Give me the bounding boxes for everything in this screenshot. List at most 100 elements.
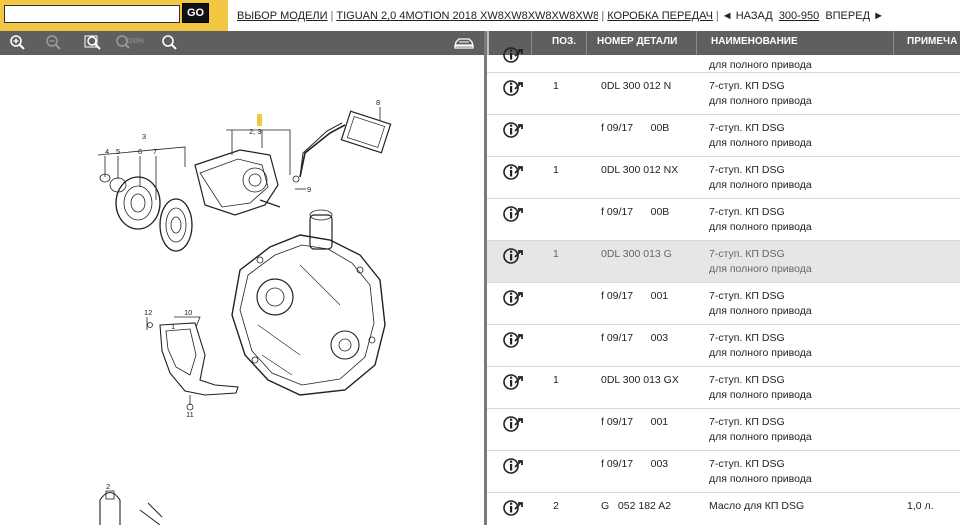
row-part-number[interactable]: 0DL 300 012 N — [601, 80, 672, 92]
model-select-link[interactable]: ВЫБОР МОДЕЛИ — [237, 10, 328, 22]
callout-9: 9 — [307, 185, 311, 194]
diagram-drawing: 8 2, 3 3 4 5 6 7 9 12 10 1 11 2 — [97, 98, 392, 525]
row-name: 7-ступ. КП DSG — [709, 206, 785, 218]
row-part-number[interactable]: 0DL 300 012 NX — [601, 164, 679, 176]
header-note: ПРИМЕЧА — [907, 36, 958, 47]
nav-separator: | — [601, 10, 605, 22]
row-name: 7-ступ. КП DSG — [709, 122, 785, 134]
callout-12: 12 — [144, 308, 152, 317]
row-part-number[interactable]: f 09/17 003 — [601, 332, 669, 344]
model-link[interactable]: TIGUAN 2,0 4MOTION 2018 XW8XW8XW8XW8XW8X… — [336, 10, 599, 22]
table-row[interactable]: f 09/17 001 7-ступ. КП DSG для полного при… — [487, 409, 960, 451]
zoom-out-icon[interactable] — [44, 34, 64, 52]
row-part-number[interactable]: f 09/17 003 — [601, 458, 669, 470]
callout-11: 11 — [186, 410, 194, 419]
range-link[interactable]: 300-950 — [778, 10, 820, 22]
section-link[interactable]: КОРОБКА ПЕРЕДАЧ — [607, 10, 713, 22]
callout-7: 7 — [153, 147, 157, 156]
info-icon[interactable] — [503, 289, 527, 307]
table-row[interactable]: 2 G 052 182 A2 Масло для КП DSG 1,0 л. — [487, 493, 960, 525]
row-name: 7-ступ. КП DSG — [709, 416, 785, 428]
info-icon[interactable] — [503, 163, 527, 181]
zoom-fit-icon[interactable] — [83, 34, 103, 52]
callout-2: 2 — [106, 482, 110, 491]
nav-separator: | — [330, 10, 334, 22]
zoom-100-icon[interactable]: 100% — [114, 34, 148, 52]
breadcrumb: ВЫБОР МОДЕЛИ|TIGUAN 2,0 4MOTION 2018 XW8… — [237, 10, 884, 22]
table-row[interactable]: f 09/17 00B 7-ступ. КП DSG для полного при… — [487, 199, 960, 241]
callout-1: 1 — [171, 322, 175, 331]
row-note: 1,0 л. — [907, 500, 934, 512]
table-row[interactable]: для полного привода — [487, 47, 960, 73]
panel-divider[interactable] — [484, 31, 487, 525]
part-name-line2: для полного привода — [709, 59, 812, 71]
row-name: 7-ступ. КП DSG — [709, 374, 785, 386]
row-name: 7-ступ. КП DSG — [709, 164, 785, 176]
callout-10: 10 — [184, 308, 192, 317]
callout-4: 4 — [105, 147, 109, 156]
row-part-number[interactable]: 0DL 300 013 G — [601, 248, 672, 260]
row-name-line2: для полного привода — [709, 431, 812, 443]
row-part-number[interactable]: f 09/17 001 — [601, 416, 669, 428]
info-icon[interactable] — [503, 415, 527, 433]
info-icon[interactable] — [503, 247, 527, 265]
row-name-line2: для полного привода — [709, 263, 812, 275]
row-name-line2: для полного привода — [709, 347, 812, 359]
info-icon[interactable] — [503, 46, 527, 64]
row-name-line2: для полного привода — [709, 95, 812, 107]
exploded-diagram: 8 2, 3 3 4 5 6 7 9 12 10 1 11 2 — [0, 55, 484, 525]
table-row[interactable]: f 09/17 00B 7-ступ. КП DSG для полного при… — [487, 115, 960, 157]
row-name: Масло для КП DSG — [709, 500, 805, 512]
callout-3: 3 — [142, 132, 146, 141]
diagram-toolbar: 100% — [0, 31, 484, 55]
callout-6: 6 — [138, 147, 142, 156]
go-button[interactable]: GO — [182, 3, 209, 23]
info-icon[interactable] — [503, 121, 527, 139]
row-part-number[interactable]: f 09/17 00B — [601, 122, 670, 134]
table-row[interactable]: 1 0DL 300 013 GX 7-ступ. КП DSG для полного… — [487, 367, 960, 409]
row-name-line2: для полного привода — [709, 179, 812, 191]
zoom-reset-icon[interactable] — [160, 34, 180, 52]
car-icon[interactable] — [452, 34, 476, 52]
search-area: GO — [0, 0, 228, 31]
header-name: НАИМЕНОВАНИЕ — [697, 31, 894, 55]
top-bar: GO ВЫБОР МОДЕЛИ|TIGUAN 2,0 4MOTION 2018 … — [0, 0, 960, 31]
row-part-number[interactable]: f 09/17 001 — [601, 290, 669, 302]
info-icon[interactable] — [503, 499, 527, 517]
zoom-in-icon[interactable] — [8, 34, 28, 52]
callout-8: 8 — [376, 98, 380, 107]
row-part-number[interactable]: f 09/17 00B — [601, 206, 670, 218]
back-link[interactable]: ◄ НАЗАД — [721, 10, 773, 22]
search-input[interactable] — [4, 5, 180, 23]
info-icon[interactable] — [503, 457, 527, 475]
info-icon[interactable] — [503, 205, 527, 223]
row-part-number[interactable]: G 052 182 A2 — [601, 500, 672, 512]
row-pos: 1 — [553, 374, 559, 386]
header-part: НОМЕР ДЕТАЛИ — [587, 31, 697, 55]
row-name-line2: для полного привода — [709, 221, 812, 233]
info-icon[interactable] — [503, 79, 527, 97]
callout-5: 5 — [116, 147, 120, 156]
nav-separator: | — [715, 10, 719, 22]
forward-link[interactable]: ВПЕРЕД ► — [825, 10, 884, 22]
info-icon[interactable] — [503, 331, 527, 349]
row-name-line2: для полного привода — [709, 473, 812, 485]
zoom-100-label: 100% — [126, 38, 144, 45]
header-pos: ПОЗ. — [532, 31, 587, 55]
row-pos: 1 — [553, 248, 559, 260]
row-name-line2: для полного привода — [709, 305, 812, 317]
callout-2-3: 2, 3 — [249, 127, 262, 136]
info-icon[interactable] — [503, 373, 527, 391]
row-name-line2: для полного привода — [709, 137, 812, 149]
row-name-line2: для полного привода — [709, 389, 812, 401]
row-pos: 2 — [553, 500, 559, 512]
row-part-number[interactable]: 0DL 300 013 GX — [601, 374, 679, 386]
header-info — [487, 31, 532, 55]
parts-table: ПОЗ. НОМЕР ДЕТАЛИ НАИМЕНОВАНИЕ ПРИМЕЧА д… — [487, 31, 960, 525]
